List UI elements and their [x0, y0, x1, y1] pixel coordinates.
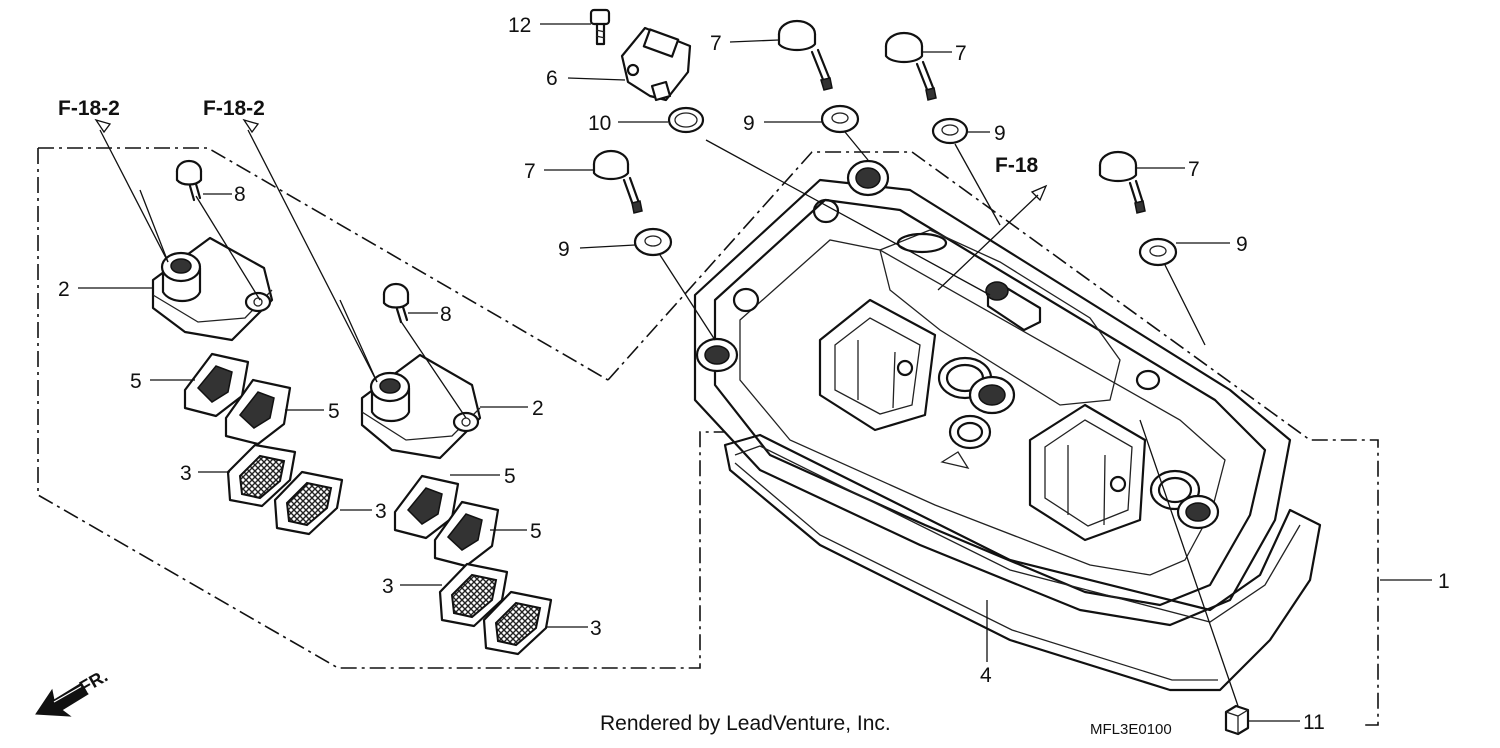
o-ring-10: [667, 106, 705, 134]
callout-2-a: 2: [58, 278, 70, 301]
breather-cover-2-b: [360, 353, 482, 460]
bolt-12: [589, 8, 611, 46]
screw-8-b: [382, 282, 410, 324]
sensor-6: [620, 26, 692, 102]
reference-label-f-18-2-a: F-18-2: [58, 97, 120, 120]
mesh-filter-3-d: [482, 590, 553, 656]
bolt-7-d: [1098, 150, 1146, 214]
cover-assembly-outline: [607, 151, 1379, 726]
reference-label-f-18: F-18: [995, 154, 1039, 177]
callout-2-b: 2: [532, 397, 544, 420]
callout-3-a: 3: [180, 462, 192, 485]
callout-12: 12: [508, 14, 531, 37]
bolt-7-b: [884, 31, 937, 101]
callout-11: 11: [1303, 711, 1325, 734]
callout-5-d: 5: [530, 520, 542, 543]
grommet-9-b: [931, 117, 969, 145]
mesh-filter-3-a: [226, 443, 297, 508]
callout-7-a: 7: [710, 32, 722, 55]
callout-1: 1: [1438, 570, 1450, 593]
diagram-code: MFL3E0100: [1090, 721, 1172, 738]
mesh-filter-3-b: [273, 470, 344, 536]
callout-3-c: 3: [382, 575, 394, 598]
grommet-9-c: [633, 227, 673, 257]
callout-7-d: 7: [1188, 158, 1200, 181]
cylinder-head-cover: [693, 159, 1292, 627]
callout-9-c: 9: [558, 238, 570, 261]
callout-7-c: 7: [524, 160, 536, 183]
callout-3-b: 3: [375, 500, 387, 523]
leader-lines: [78, 23, 1432, 722]
callout-5-b: 5: [328, 400, 340, 423]
callout-9-a: 9: [743, 112, 755, 135]
callout-8-a: 8: [234, 183, 246, 206]
callout-4: 4: [980, 664, 992, 687]
grommet-9-a: [820, 104, 860, 134]
grommet-9-d: [1138, 237, 1178, 267]
reed-plate-5-b: [224, 378, 292, 446]
bolt-7-a: [777, 19, 833, 91]
callout-3-d: 3: [590, 617, 602, 640]
reed-plate-5-d: [433, 500, 500, 568]
callout-5-c: 5: [504, 465, 516, 488]
breather-cover-2-a: [151, 236, 274, 342]
reed-plate-5-c: [393, 474, 460, 540]
callout-7-b: 7: [955, 42, 967, 65]
front-direction-indicator: FR.: [35, 666, 111, 717]
callout-6: 6: [546, 67, 558, 90]
callout-10: 10: [588, 112, 611, 135]
screw-8-a: [175, 159, 203, 202]
breather-group-outline: [37, 147, 760, 669]
render-credit: Rendered by LeadVenture, Inc.: [600, 712, 891, 735]
front-arrow-icon: [35, 683, 89, 717]
bolt-7-c: [592, 149, 643, 214]
reference-label-f-18-2-b: F-18-2: [203, 97, 265, 120]
callout-9-b: 9: [994, 122, 1006, 145]
nut-11: [1224, 704, 1250, 736]
callout-8-b: 8: [440, 303, 452, 326]
callout-5-a: 5: [130, 370, 142, 393]
callout-9-d: 9: [1236, 233, 1248, 256]
head-cover-gasket: [723, 433, 1322, 692]
